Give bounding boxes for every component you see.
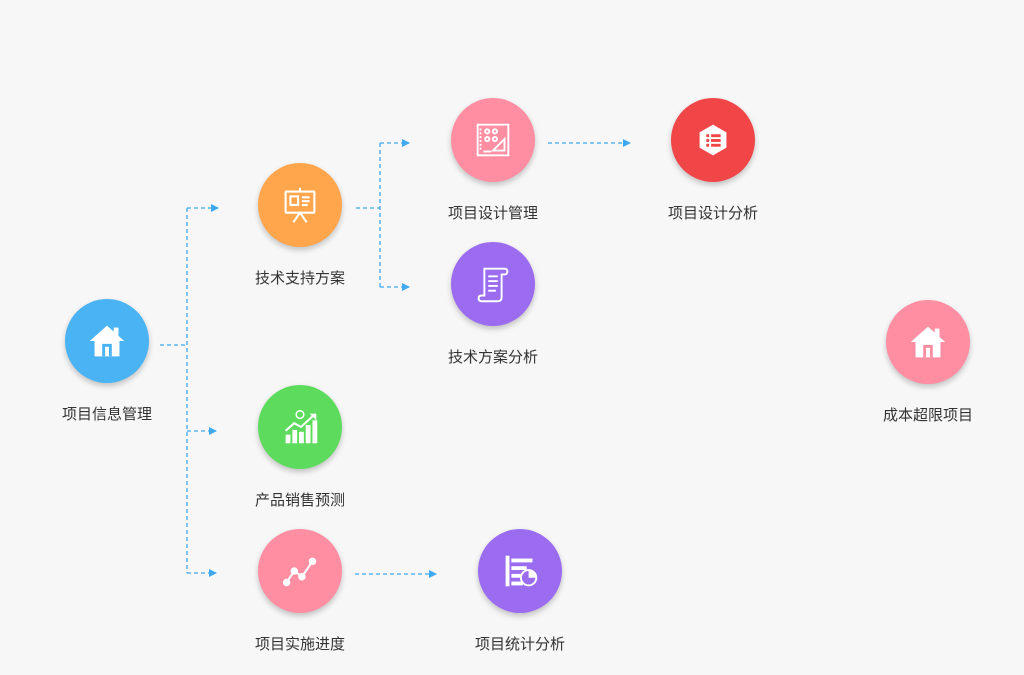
node-circle[interactable] [65,299,149,383]
node-circle[interactable] [258,385,342,469]
scroll-icon [477,267,509,303]
node-label: 项目设计管理 [447,204,538,222]
house-icon [89,325,125,357]
node-circle[interactable] [451,98,535,182]
node-circle[interactable] [886,300,970,384]
line-trend-icon [282,557,317,587]
node-label: 成本超限项目 [882,406,973,424]
node-label: 项目实施进度 [254,635,345,653]
node-design-mgmt[interactable]: 项目设计管理 [423,98,563,223]
node-tech-analysis[interactable]: 技术方案分析 [423,242,563,367]
house-icon [910,326,946,358]
node-label: 技术支持方案 [254,269,345,287]
node-project-info[interactable]: 项目信息管理 [37,299,177,424]
node-circle[interactable] [258,163,342,247]
node-cost-overrun[interactable]: 成本超限项目 [858,300,998,425]
hexagon-list-icon [699,124,727,156]
node-stats-analysis[interactable]: 项目统计分析 [450,529,590,654]
node-label: 项目统计分析 [474,635,565,653]
node-label: 产品销售预测 [254,491,345,509]
node-label: 技术方案分析 [447,348,538,366]
stats-report-icon [505,555,538,587]
node-circle[interactable] [258,529,342,613]
node-circle[interactable] [478,529,562,613]
node-circle[interactable] [671,98,755,182]
node-progress[interactable]: 项目实施进度 [230,529,370,654]
presentation-board-icon [284,187,316,223]
node-design-analysis[interactable]: 项目设计分析 [643,98,783,223]
node-circle[interactable] [451,242,535,326]
blueprint-icon [476,123,510,157]
growth-chart-icon [284,409,318,444]
node-tech-support[interactable]: 技术支持方案 [230,163,370,288]
node-label: 项目信息管理 [61,405,152,423]
node-label: 项目设计分析 [667,204,758,222]
node-sales-forecast[interactable]: 产品销售预测 [230,385,370,510]
